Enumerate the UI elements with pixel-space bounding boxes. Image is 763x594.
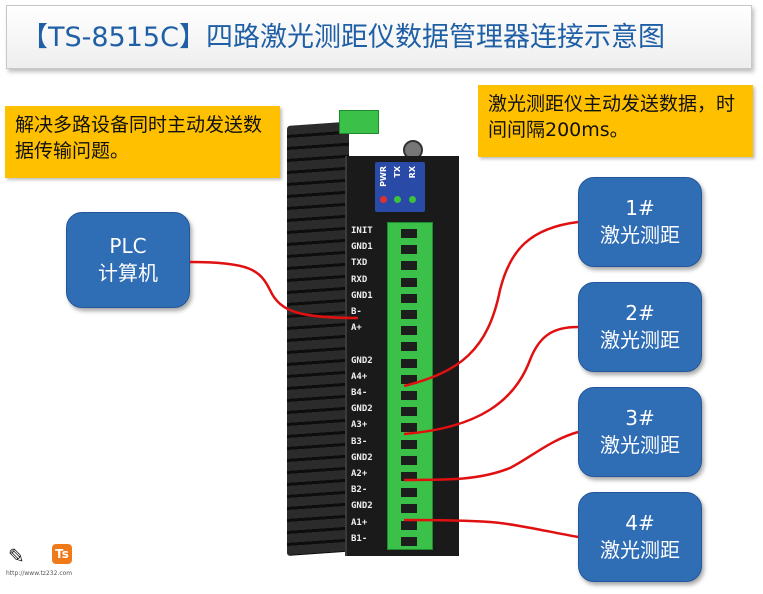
rangefinder-node-2: 2# 激光测距 <box>578 282 702 372</box>
pin-label: GND2 <box>351 501 373 512</box>
terminal-screw <box>401 358 417 368</box>
rangefinder-number: 1# <box>625 196 655 220</box>
terminal-screw <box>401 261 417 271</box>
led-panel: PWR TX RX <box>375 162 425 212</box>
pin-label: A+ <box>351 323 362 334</box>
page-title: 【TS-8515C】四路激光测距仪数据管理器连接示意图 <box>6 5 752 69</box>
pin-label: GND1 <box>351 242 373 253</box>
terminal-screw <box>401 277 417 287</box>
terminal-screw <box>401 536 417 546</box>
rangefinder-name: 激光测距 <box>600 328 680 352</box>
tx-led <box>394 196 401 203</box>
pin-label: RXD <box>351 274 368 285</box>
terminal-screw <box>401 229 417 238</box>
company-logo: ✎ Ts http://www.tz232.com <box>6 540 76 584</box>
pin-label: B1- <box>351 533 368 544</box>
wire-device-3 <box>403 430 579 482</box>
pin-label: INIT <box>351 226 373 236</box>
terminal-screw <box>401 407 417 417</box>
terminal-screw <box>401 342 417 352</box>
pin-label: A3+ <box>351 420 368 431</box>
pin-label: GND2 <box>351 355 373 366</box>
note-left: 解决多路设备同时主动发送数据传输问题。 <box>5 106 280 178</box>
logo-badge: Ts <box>52 544 72 564</box>
terminal-screw <box>401 245 417 255</box>
pin-label: GND1 <box>351 290 373 301</box>
rangefinder-name: 激光测距 <box>600 433 680 457</box>
terminal-screw <box>401 472 417 481</box>
rangefinder-node-1: 1# 激光测距 <box>578 177 702 267</box>
plc-node: PLC 计算机 <box>66 212 190 308</box>
wire-device-1 <box>403 220 579 388</box>
terminal-screw <box>401 374 417 384</box>
wire-device-4 <box>403 518 579 539</box>
pin-label: B- <box>351 307 362 317</box>
logo-url: http://www.tz232.com <box>6 570 73 577</box>
wire-plc <box>189 260 359 320</box>
pin-label: A4+ <box>351 371 368 382</box>
pin-label: A2+ <box>351 469 368 479</box>
terminal-screw <box>401 423 417 433</box>
pin-label: B3- <box>351 436 368 447</box>
terminal-screw <box>401 326 417 336</box>
terminal-screw <box>401 293 417 303</box>
rangefinder-name: 激光测距 <box>600 538 680 562</box>
terminal-screw <box>401 439 417 449</box>
pin-label: GND2 <box>351 452 373 463</box>
plc-label: PLC <box>109 234 147 258</box>
note-right: 激光测距仪主动发送数据，时间间隔200ms。 <box>478 85 753 157</box>
pin-label: A1+ <box>351 517 368 528</box>
rangefinder-number: 2# <box>625 301 655 325</box>
power-connector <box>339 110 379 134</box>
terminal-screw <box>401 455 417 465</box>
pin-label: B2- <box>351 485 368 496</box>
terminal-screw <box>401 488 417 498</box>
pin-label: TXD <box>351 258 368 269</box>
wire-device-2 <box>403 325 579 436</box>
rangefinder-name: 激光测距 <box>600 223 680 247</box>
terminal-screw <box>401 310 417 319</box>
plc-sublabel: 计算机 <box>98 261 158 285</box>
rx-led <box>409 196 416 203</box>
rangefinder-number: 4# <box>625 511 655 535</box>
pwr-led <box>380 196 387 203</box>
rangefinder-node-3: 3# 激光测距 <box>578 387 702 477</box>
pin-label: B4- <box>351 388 368 398</box>
signature-icon: ✎ <box>8 544 25 568</box>
rangefinder-node-4: 4# 激光测距 <box>578 492 702 582</box>
terminal-block <box>387 222 433 550</box>
rangefinder-number: 3# <box>625 406 655 430</box>
terminal-screw <box>401 391 417 400</box>
terminal-screw <box>401 504 417 514</box>
pin-label: GND2 <box>351 404 373 415</box>
terminal-screw <box>401 520 417 530</box>
